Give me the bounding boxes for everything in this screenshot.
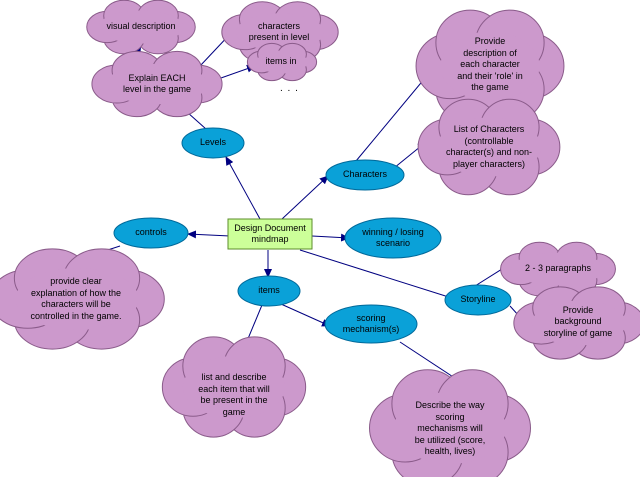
topic-levels-shape xyxy=(181,127,245,159)
edge-center-storyline xyxy=(299,249,456,301)
note-items-list-cloud xyxy=(161,336,307,438)
topic-items-shape xyxy=(237,275,301,307)
note-list-of-characters[interactable]: List of Characters (controllable charact… xyxy=(445,124,533,169)
topic-storyline[interactable]: Storyline xyxy=(460,294,496,305)
note-scoring-description-cloud xyxy=(369,369,531,477)
note-items-in-cloud xyxy=(246,42,318,82)
topic-controls[interactable]: controls xyxy=(135,227,167,238)
note-characters-in-level-core xyxy=(236,13,324,51)
edge-center-controls xyxy=(187,230,231,239)
note-visual-description-cloud xyxy=(86,0,196,55)
note-paragraphs-cloud xyxy=(500,241,616,297)
topic-controls-shape xyxy=(113,217,189,249)
note-characters-in-level[interactable]: characters present in level xyxy=(248,20,310,43)
note-paragraphs[interactable]: 2 - 3 paragraphs xyxy=(524,263,592,274)
note-list-of-characters-cloud xyxy=(417,98,561,196)
note-controls-explanation[interactable]: provide clear explanation of how the cha… xyxy=(30,276,122,321)
note-items-list[interactable]: list and describe each item that will be… xyxy=(198,372,270,417)
note-character-roles-core xyxy=(440,31,540,101)
note-paragraphs-core xyxy=(511,252,605,286)
note-background-storyline-core xyxy=(531,300,627,346)
note-explain-each-level-cloud xyxy=(91,50,223,118)
note-list-of-characters-core xyxy=(437,117,541,177)
note-items-in-ellipsis: . . . xyxy=(280,83,299,94)
note-character-roles[interactable]: Provide description of each character an… xyxy=(457,36,523,93)
note-visual-description[interactable]: visual description xyxy=(106,21,176,32)
center-node-label[interactable]: Design Document mindmap xyxy=(234,222,306,245)
topic-items[interactable]: items xyxy=(258,285,280,296)
topic-characters-shape xyxy=(325,159,405,191)
note-items-in[interactable]: items in xyxy=(265,56,297,67)
topic-characters[interactable]: Characters xyxy=(342,169,387,180)
topic-winning-losing-shape xyxy=(344,217,442,259)
note-items-list-core xyxy=(182,356,286,418)
note-items-in-core xyxy=(256,50,308,74)
note-scoring-description-core xyxy=(394,392,506,464)
topic-winning-losing[interactable]: winning / losing scenario xyxy=(362,226,424,249)
note-scoring-description[interactable]: Describe the way scoring mechanisms will… xyxy=(414,400,486,457)
edge-center-winning xyxy=(311,233,350,242)
note-explain-each-level-core xyxy=(106,63,208,105)
note-background-storyline[interactable]: Provide background storyline of game xyxy=(543,304,613,338)
note-visual-description-core xyxy=(98,10,184,44)
note-character-roles-cloud xyxy=(415,9,565,123)
center-node-box xyxy=(227,218,313,250)
topic-levels[interactable]: Levels xyxy=(199,137,226,148)
topic-scoring-shape xyxy=(324,304,418,344)
note-background-storyline-cloud xyxy=(513,286,640,360)
note-controls-explanation-core xyxy=(15,268,139,330)
note-explain-each-level[interactable]: Explain EACH level in the game xyxy=(122,72,192,95)
topic-storyline-shape xyxy=(444,284,512,316)
edge-center-characters xyxy=(281,175,329,220)
edge-center-levels xyxy=(225,156,261,220)
topic-scoring[interactable]: scoring mechanism(s) xyxy=(342,312,400,335)
note-controls-explanation-cloud xyxy=(0,248,165,350)
